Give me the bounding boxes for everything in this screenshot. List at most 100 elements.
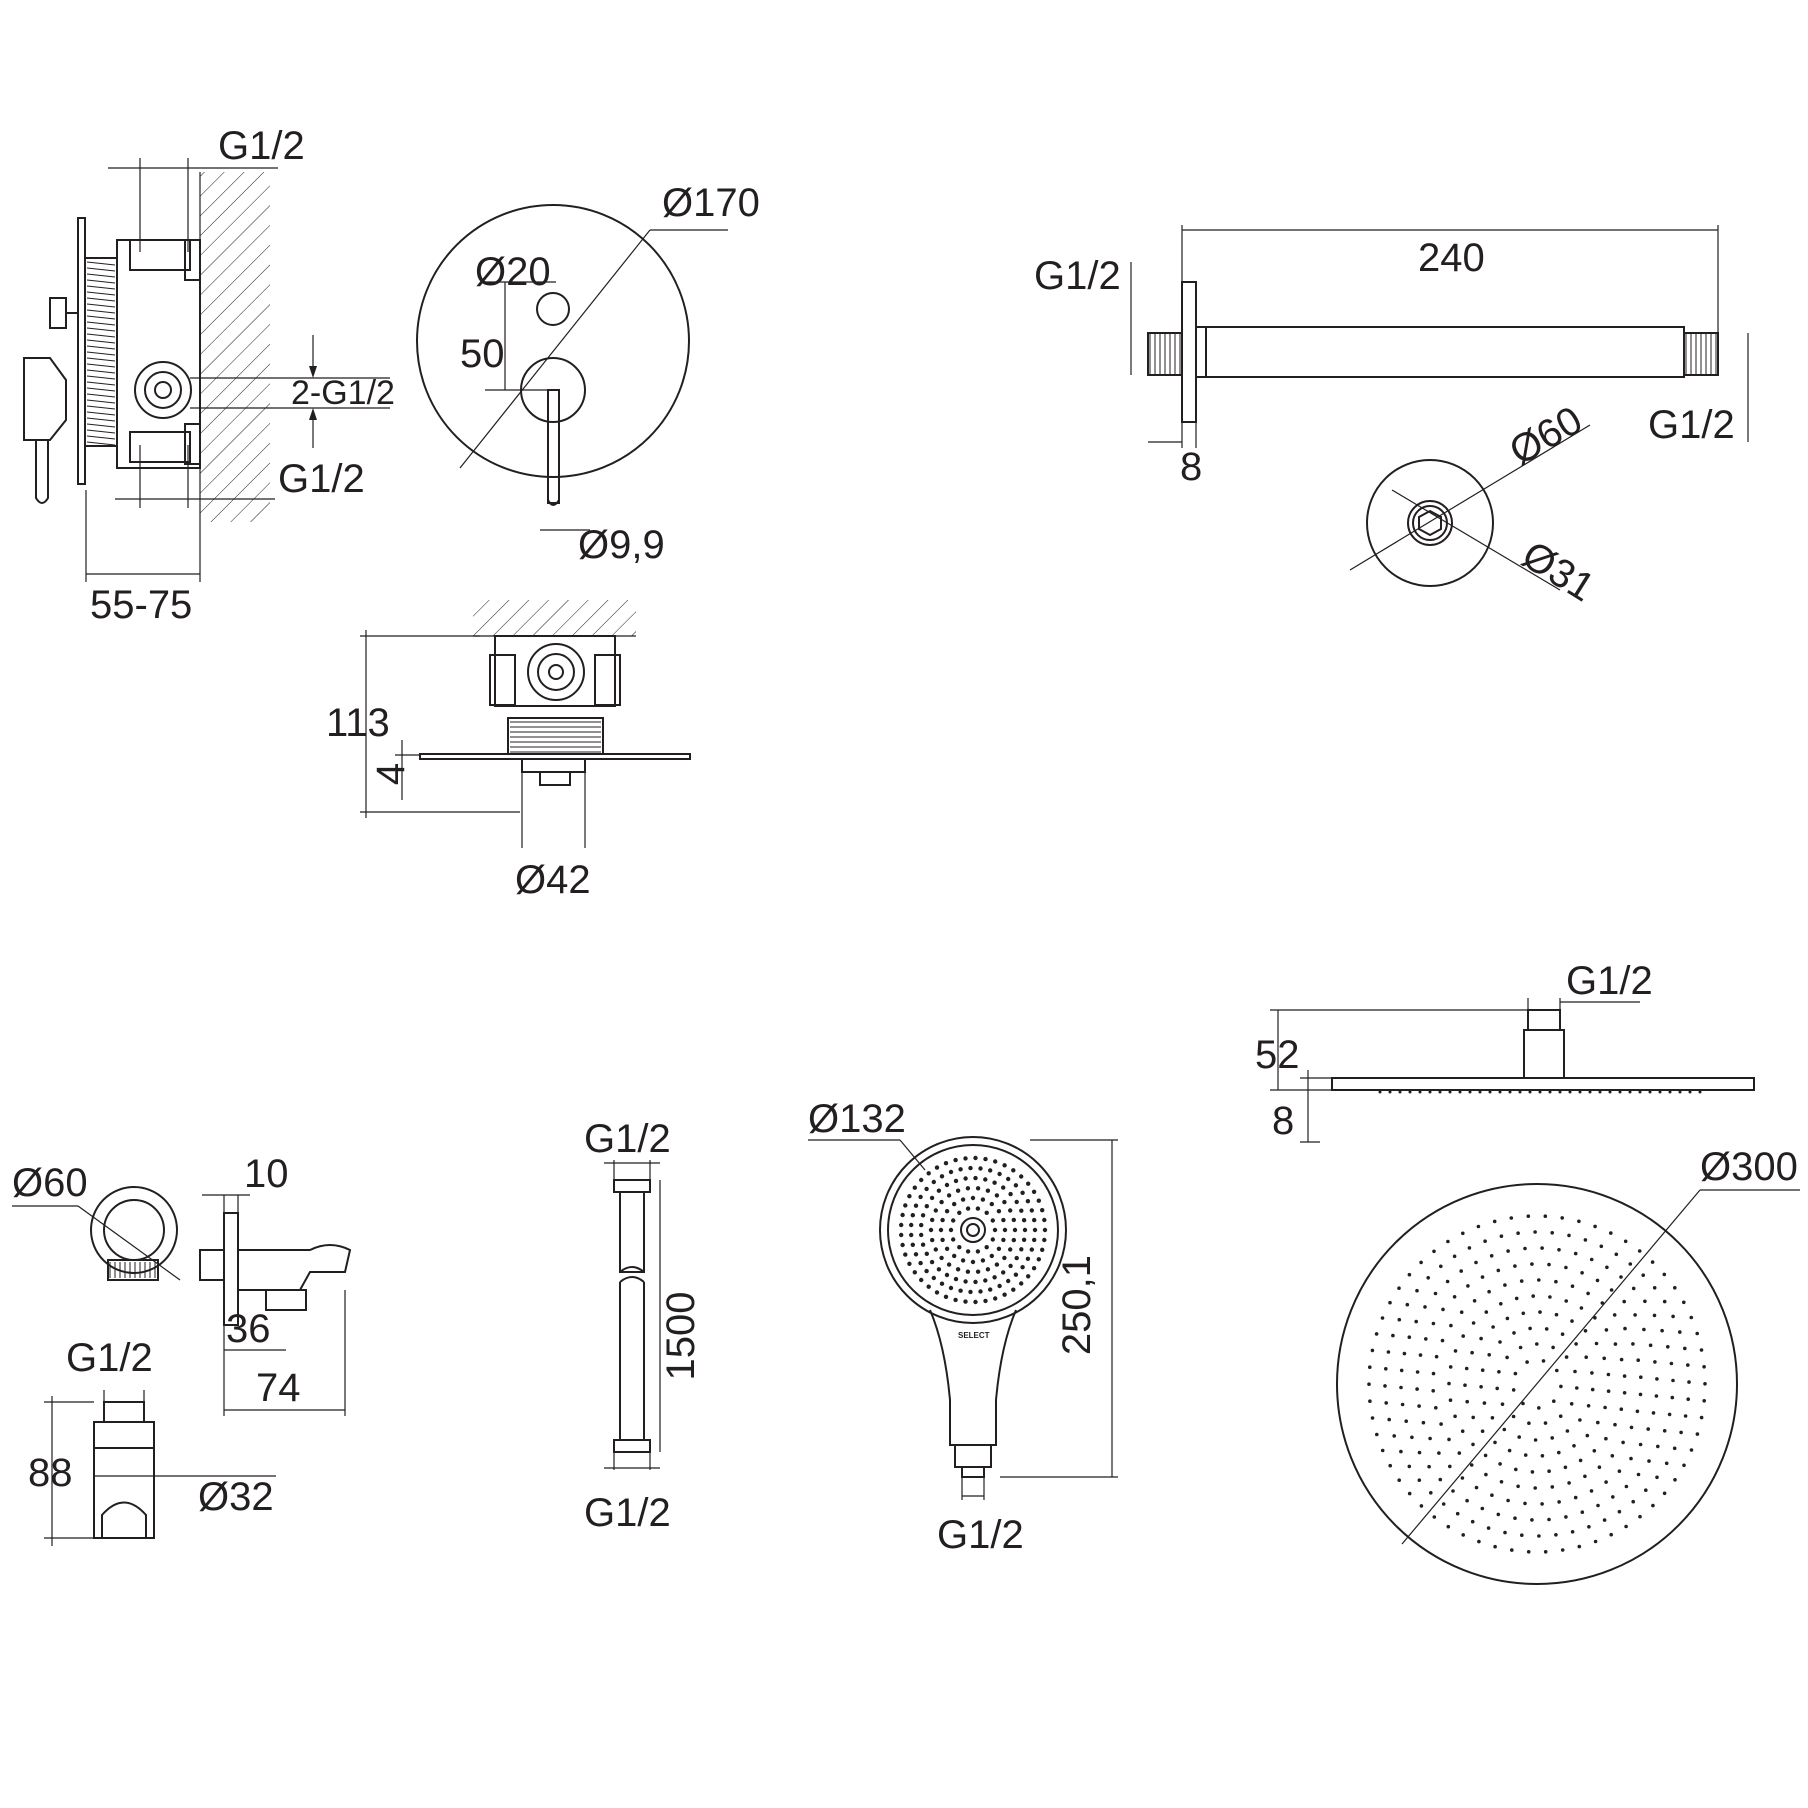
overhead-nozzle (1683, 1346, 1687, 1351)
hand-nozzle (992, 1227, 998, 1233)
hand-nozzle (1008, 1263, 1013, 1269)
overhead-nozzle (1469, 1463, 1474, 1467)
overhead-nozzle (1431, 1389, 1435, 1393)
overhead-nozzle (1671, 1378, 1675, 1383)
hand-nozzle (997, 1171, 1002, 1177)
overhead-nozzle (1461, 1533, 1465, 1537)
overhead-nozzle (1689, 1315, 1694, 1320)
overhead-nozzle (1367, 1382, 1371, 1386)
overhead-nozzle (1502, 1427, 1507, 1432)
hand-nozzle (953, 1276, 959, 1282)
overhead-nozzle (1567, 1233, 1571, 1238)
overhead-nozzle (1399, 1385, 1403, 1390)
hand-nozzle (924, 1204, 929, 1209)
overhead-nozzle (1628, 1262, 1633, 1266)
hand-nozzle (992, 1275, 997, 1280)
overhead-nozzle (1471, 1442, 1475, 1447)
hand-nozzle (909, 1232, 914, 1238)
overhead-nozzle (1479, 1336, 1483, 1341)
hand-nozzle (1002, 1227, 1008, 1233)
overhead-nozzle (1484, 1472, 1488, 1477)
hand-nozzle (933, 1208, 938, 1213)
hand-nozzle (983, 1177, 988, 1182)
overhead-nozzle (1559, 1384, 1563, 1389)
overhead-nozzle (1662, 1272, 1667, 1277)
overhead-nozzle (1637, 1249, 1642, 1253)
overhead-nozzle (1523, 1453, 1528, 1457)
hand-nozzle (1002, 1255, 1007, 1261)
overhead-nozzle (1511, 1414, 1516, 1419)
overhead-nozzle (1513, 1371, 1518, 1376)
overhead-nozzle (1453, 1414, 1457, 1419)
hand-nozzle (1042, 1237, 1047, 1243)
overhead-nozzle (1570, 1284, 1575, 1288)
overhead-nozzle (1437, 1451, 1441, 1455)
overhead-nozzle (1530, 1470, 1535, 1474)
overhead-nozzle (1474, 1485, 1479, 1490)
overhead-nozzle (1555, 1368, 1559, 1373)
overhead-nozzle (1523, 1246, 1527, 1251)
overhead-nozzle (1605, 1265, 1609, 1270)
hand-nozzle (953, 1157, 958, 1163)
overhead-nozzle (1417, 1404, 1421, 1408)
overhead-nozzle (1426, 1276, 1430, 1280)
hand-nozzle (973, 1155, 978, 1161)
overhead-nozzle (1415, 1387, 1419, 1391)
overhead-nozzle (1672, 1446, 1677, 1451)
overhead-nozzle (1493, 1544, 1497, 1549)
hand-nozzle (953, 1297, 958, 1303)
overhead-nozzle (1528, 1326, 1532, 1331)
overhead-nozzle (1593, 1316, 1597, 1320)
overhead-nozzle (1619, 1357, 1624, 1362)
overhead-side-nozzle (1408, 1090, 1412, 1094)
hand-nozzle (958, 1288, 963, 1293)
overhead-nozzle (1439, 1422, 1443, 1426)
overhead-nozzle (1490, 1493, 1494, 1497)
overhead-nozzle (1606, 1389, 1611, 1393)
hand-nozzle (1026, 1274, 1031, 1279)
overhead-nozzle (1552, 1399, 1556, 1403)
hand-shower-brand: SELECT (958, 1331, 990, 1340)
overhead-nozzle (1523, 1501, 1527, 1506)
mixer-depth-label: 55-75 (90, 583, 192, 627)
hand-nozzle (957, 1245, 962, 1250)
hand-nozzle (952, 1201, 957, 1207)
hand-nozzle (1006, 1278, 1011, 1284)
hand-nozzle (960, 1258, 966, 1263)
hand-nozzle (965, 1269, 971, 1274)
hand-nozzle (983, 1278, 988, 1283)
overhead-side-nozzle (1658, 1090, 1662, 1094)
overhead-nozzle (1557, 1248, 1561, 1252)
overhead-nozzle (1433, 1291, 1438, 1296)
overhead-nozzle (1499, 1302, 1503, 1306)
hand-nozzle (1011, 1287, 1016, 1292)
hand-nozzle (1002, 1163, 1007, 1168)
hand-nozzle (930, 1237, 935, 1243)
overhead-nozzle (1567, 1481, 1571, 1485)
overhead-side-nozzle (1698, 1090, 1702, 1094)
overhead-nozzle (1619, 1275, 1623, 1279)
overhead-nozzle (1589, 1489, 1594, 1493)
overhead-side-nozzle (1448, 1090, 1452, 1094)
overhead-nozzle (1490, 1416, 1495, 1420)
hand-nozzle (944, 1272, 950, 1278)
overhead-nozzle (1404, 1419, 1408, 1423)
overhead-nozzle (1427, 1464, 1431, 1469)
hand-nozzle (1029, 1247, 1035, 1252)
hand-nozzle (1031, 1266, 1037, 1271)
hand-nozzle (955, 1188, 961, 1193)
hand-nozzle (980, 1197, 986, 1202)
overhead-nozzle (1496, 1268, 1501, 1273)
hand-nozzle (989, 1201, 994, 1207)
overhead-nozzle (1603, 1405, 1607, 1410)
overhead-nozzle (1480, 1275, 1485, 1279)
hand-nozzle (907, 1261, 912, 1267)
overhead-nozzle (1461, 1334, 1465, 1338)
hand-nozzle (984, 1245, 989, 1250)
overhead-nozzle (1639, 1375, 1643, 1379)
overhead-nozzle (1621, 1440, 1625, 1445)
overhead-nozzle (1596, 1420, 1600, 1425)
overhead-nozzle (1384, 1367, 1388, 1371)
overhead-nozzle (1550, 1436, 1554, 1440)
overhead-nozzle (1484, 1310, 1489, 1314)
